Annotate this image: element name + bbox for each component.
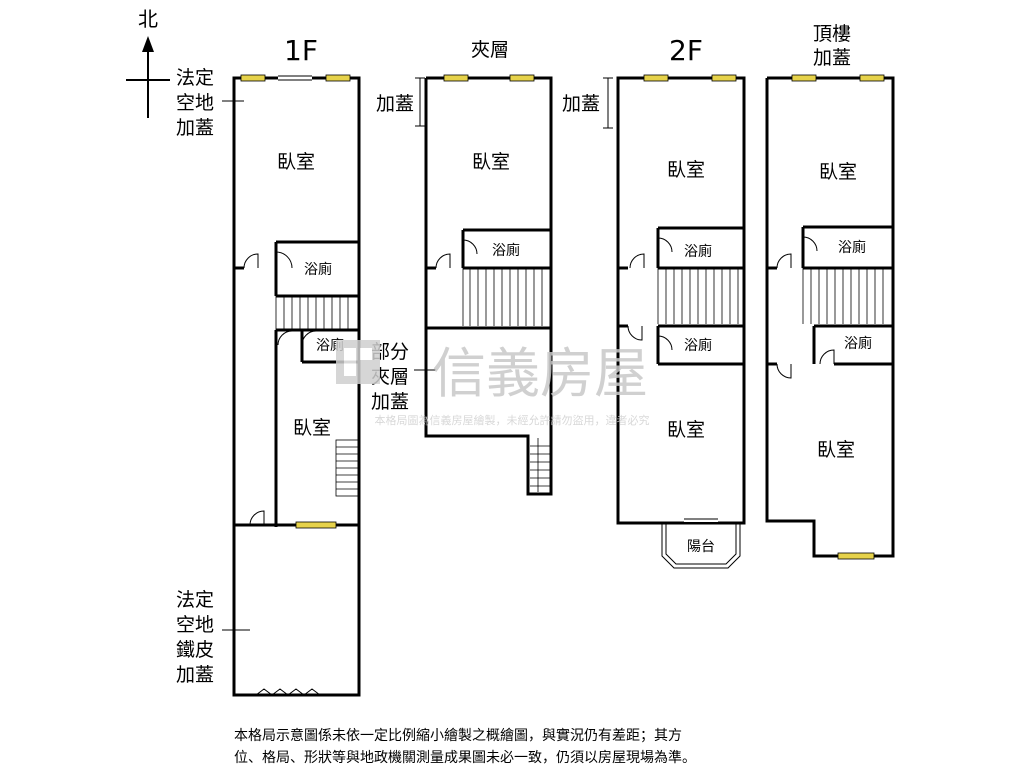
- floor-mezzanine-outline: [424, 76, 553, 496]
- floor-2f-outline: [616, 76, 746, 525]
- disclaimer-line-2: 位、格局、形狀等與地政機關測量成果圖未必一致，仍須以房屋現場為準。: [234, 749, 696, 766]
- room-bedroom-label: 臥室: [817, 439, 855, 461]
- window-icon: [240, 74, 266, 82]
- roof-title-line-2: 加蓋: [813, 47, 851, 69]
- room-bath-label: 浴廁: [684, 243, 712, 260]
- room-bath-label: 浴廁: [844, 335, 872, 352]
- floor-2f-title: 2F: [669, 34, 703, 67]
- brand-logo-icon: [336, 340, 380, 384]
- room-bath-label: 浴廁: [838, 239, 866, 256]
- window-icon: [643, 74, 669, 82]
- balcony: 陽台: [661, 518, 741, 569]
- room-bath-label: 浴廁: [684, 337, 712, 354]
- watermark-notice: 本格局圖為信義房屋繪製，未經允許請勿盜用，違者必究: [375, 413, 650, 427]
- floor-1f: 1F 法定 空地 加蓋 法定 空地 鐵皮 加蓋: [176, 34, 361, 697]
- window-icon: [325, 74, 351, 82]
- staircase-icon: [462, 268, 543, 326]
- window-icon: [859, 74, 885, 82]
- legal-top-line-3: 加蓋: [176, 117, 214, 139]
- floor-mezzanine: 夾層 加蓋 臥室 浴廁 部分: [371, 39, 553, 496]
- door-swing-icon: [657, 335, 673, 351]
- floor-roof-outline: [765, 76, 895, 558]
- window-icon: [443, 74, 469, 82]
- door-swing-icon: [627, 325, 643, 341]
- staircase-icon: [335, 439, 359, 497]
- door-swing-icon: [657, 237, 673, 253]
- staircase-icon: [802, 268, 884, 324]
- watermark-brand: 信義房屋: [432, 342, 648, 405]
- north-compass: 北: [126, 7, 170, 118]
- room-bedroom-label: 臥室: [667, 419, 705, 441]
- partial-mezzanine-label: 部分 夾層 加蓋: [371, 341, 436, 413]
- legal-top-line-2: 空地: [176, 92, 214, 114]
- staircase-icon: [275, 295, 360, 331]
- door-swing-icon: [802, 236, 818, 252]
- roof-title-line-1: 頂樓: [813, 23, 851, 45]
- door-swing-icon: [776, 253, 792, 269]
- window-icon: [791, 74, 817, 82]
- window-icon: [837, 552, 875, 560]
- door-swing-icon: [275, 251, 293, 269]
- extension-label: 加蓋: [376, 93, 414, 115]
- legal-bottom-label: 法定 空地 鐵皮 加蓋: [176, 589, 250, 686]
- door-swing-icon: [819, 349, 835, 365]
- watermark: 信義房屋 本格局圖為信義房屋繪製，未經允許請勿盜用，違者必究: [336, 340, 650, 427]
- door-swing-icon: [301, 330, 317, 346]
- room-bath-label: 浴廁: [492, 242, 520, 259]
- staircase-icon: [657, 268, 739, 324]
- disclaimer-line-1: 本格局示意圖係未依一定比例縮小繪製之概繪圖，與實況仍有差距；其方: [234, 727, 682, 744]
- room-bedroom-label: 臥室: [293, 417, 331, 439]
- rolling-door-icon: [255, 688, 321, 696]
- floor-mezzanine-title: 夾層: [471, 39, 509, 61]
- room-bedroom-label: 臥室: [667, 159, 705, 181]
- extension-label: 加蓋: [562, 93, 600, 115]
- legal-top-line-1: 法定: [176, 67, 214, 89]
- door-swing-icon: [462, 239, 478, 255]
- legal-bottom-line-3: 鐵皮: [176, 639, 214, 661]
- room-bedroom-label: 臥室: [277, 151, 315, 173]
- legal-top-label: 法定 空地 加蓋: [176, 67, 244, 139]
- north-arrow-icon: [142, 36, 154, 52]
- legal-bottom-line-1: 法定: [176, 589, 214, 611]
- door-swing-icon: [277, 330, 293, 346]
- staircase-icon: [530, 438, 550, 492]
- door-swing-icon: [776, 363, 792, 379]
- partial-mezzanine-line-1: 部分: [371, 341, 409, 363]
- disclaimer: 本格局示意圖係未依一定比例縮小繪製之概繪圖，與實況仍有差距；其方 位、格局、形狀…: [234, 727, 696, 766]
- room-bedroom-label: 臥室: [472, 151, 510, 173]
- door-swing-icon: [435, 253, 451, 269]
- door-swing-icon: [243, 253, 259, 269]
- compass-label: 北: [138, 7, 158, 31]
- door-swing-icon: [249, 510, 265, 526]
- floor-roof: 頂樓 加蓋 臥室 浴廁 浴廁 臥室: [765, 23, 895, 560]
- window-icon: [711, 74, 737, 82]
- legal-bottom-line-4: 加蓋: [176, 664, 214, 686]
- window-icon: [295, 521, 337, 529]
- room-bath-label: 浴廁: [304, 261, 332, 278]
- floor-2f: 2F 加蓋 陽台: [562, 34, 746, 569]
- balcony-label: 陽台: [687, 539, 715, 555]
- door-swing-icon: [629, 253, 645, 269]
- floor-1f-title: 1F: [284, 34, 318, 67]
- partial-mezzanine-line-3: 加蓋: [371, 391, 409, 413]
- window-icon: [509, 74, 535, 82]
- legal-bottom-line-2: 空地: [176, 614, 214, 636]
- room-bedroom-label: 臥室: [819, 161, 857, 183]
- partial-mezzanine-line-2: 夾層: [371, 366, 409, 388]
